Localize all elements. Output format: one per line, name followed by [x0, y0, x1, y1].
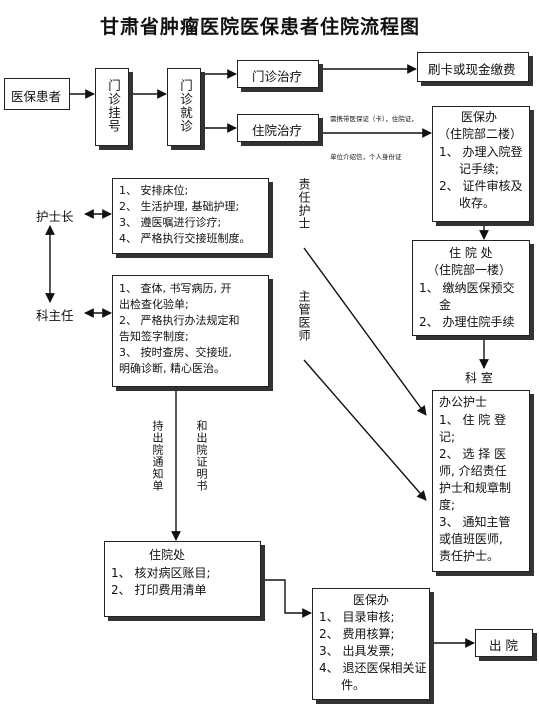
- edge-note-id: 单位介绍信，个人身份证: [330, 153, 402, 161]
- list-item: 3、 按时查房、交接班,: [119, 346, 232, 359]
- list-item: 告知签字制度;: [119, 330, 189, 343]
- insurance-office-2-box: 医保办 1、 目录审核; 2、 费用核算; 3、 出具发票; 4、 退还医保相关…: [312, 588, 430, 700]
- list-item: 1、 安排床位;: [119, 184, 189, 197]
- insurance-office-2-title: 医保办: [353, 593, 390, 607]
- admission-office-2-items: 1、 核对病区账目; 2、 打印费用清单: [111, 565, 211, 599]
- doctor-tasks-box: 1、 查体, 书写病历, 开 出检查化验单; 2、 严格执行办法规定和 告知签字…: [112, 275, 269, 387]
- list-item: 1、 办理入院登: [439, 145, 523, 159]
- list-item: 记;: [439, 430, 456, 444]
- department-head-label: 科主任: [36, 308, 74, 323]
- responsible-nurse-label: 责任护士: [297, 178, 311, 230]
- outpatient-treatment-box: 门诊治疗: [237, 60, 319, 88]
- list-item: 2、 严格执行办法规定和: [119, 314, 240, 327]
- consultation-label: 门诊就诊: [178, 79, 193, 133]
- list-item: 明确诊断, 精心医治。: [119, 362, 225, 375]
- pay-box: 刷卡或现金缴费: [417, 52, 529, 82]
- patient-label: 医保患者: [11, 89, 62, 104]
- list-item: 记手续;: [459, 162, 500, 176]
- list-item: 2、 选 择 医: [439, 447, 507, 461]
- discharge-note-left: 持出院通知单: [151, 420, 164, 492]
- list-item: 2、 生活护理, 基础护理;: [119, 200, 240, 213]
- discharge-box: 出 院: [475, 629, 533, 657]
- insurance-office-2-items: 1、 目录审核; 2、 费用核算; 3、 出具发票; 4、 退还医保相关证 件。: [319, 609, 426, 694]
- list-item: 护士和规章制: [439, 481, 512, 495]
- list-item: 或值班医师,: [439, 532, 503, 546]
- admission-office-items: 1、 缴纳医保预交 金 2、 办理住院手续: [419, 280, 514, 331]
- ward-label: 科 室: [465, 371, 493, 385]
- list-item: 3、 遵医嘱进行诊疗;: [119, 216, 222, 229]
- list-item: 1、 查体, 书写病历, 开: [119, 282, 232, 295]
- list-item: 2、 证件审核及: [439, 179, 523, 193]
- list-item: 出检查化验单;: [119, 298, 189, 311]
- admission-office-title: 住 院 处: [449, 246, 493, 260]
- list-item: 1、 住 院 登: [439, 413, 507, 427]
- pay-label: 刷卡或现金缴费: [428, 62, 516, 77]
- list-item: 1、 目录审核;: [319, 610, 395, 624]
- inpatient-treatment-label: 住院治疗: [252, 123, 303, 138]
- arrow-nurse-officenurse: [303, 247, 427, 416]
- list-item: 4、 退还医保相关证: [319, 661, 427, 675]
- admission-office-box: 住 院 处 （住院部一楼） 1、 缴纳医保预交 金 2、 办理住院手续: [412, 240, 530, 336]
- office-nurse-box: 办公护士 1、 住 院 登 记; 2、 选 择 医 师, 介绍责任 护士和规章制…: [432, 390, 530, 572]
- doctor-tasks-list: 1、 查体, 书写病历, 开 出检查化验单; 2、 严格执行办法规定和 告知签字…: [119, 281, 240, 377]
- list-item: 师, 介绍责任: [439, 464, 507, 478]
- attending-doctor-label: 主管医师: [297, 290, 311, 342]
- head-nurse-label: 护士长: [36, 209, 74, 224]
- registration-box: 门诊挂号: [95, 68, 129, 146]
- list-item: 3、 出具发票;: [319, 644, 395, 658]
- list-item: 2、 打印费用清单: [111, 583, 207, 597]
- edge-note-documents: 需携带医保证（卡），住院证，: [330, 115, 418, 123]
- office-nurse-title: 办公护士: [439, 395, 488, 409]
- list-item: 4、 严格执行交接班制度。: [119, 232, 251, 245]
- list-item: 收存。: [459, 196, 496, 210]
- list-item: 1、 缴纳医保预交: [419, 281, 515, 295]
- nursing-tasks-box: 1、 安排床位; 2、 生活护理, 基础护理; 3、 遵医嘱进行诊疗; 4、 严…: [112, 178, 269, 254]
- list-item: 件。: [341, 678, 366, 692]
- page-title: 甘肃省肿瘤医院医保患者住院流程图: [100, 16, 421, 38]
- office-nurse-items: 1、 住 院 登 记; 2、 选 择 医 师, 介绍责任 护士和规章制 度; 3…: [439, 412, 511, 565]
- patient-box: 医保患者: [4, 78, 70, 110]
- list-item: 金: [439, 298, 452, 312]
- insurance-office-box: 医保办 （住院部二楼） 1、 办理入院登 记手续; 2、 证件审核及 收存。: [432, 106, 530, 222]
- discharge-note-right: 和出院证明书: [195, 420, 208, 492]
- registration-label: 门诊挂号: [106, 79, 121, 133]
- list-item: 2、 办理住院手续: [419, 315, 515, 329]
- inpatient-treatment-box: 住院治疗: [237, 114, 319, 142]
- list-item: 度;: [439, 498, 456, 512]
- arrow-doctor-officenurse: [303, 359, 427, 501]
- insurance-office-items: 1、 办理入院登 记手续; 2、 证件审核及 收存。: [439, 144, 522, 212]
- admission-office-subtitle: （住院部一楼）: [427, 263, 512, 277]
- discharge-label: 出 院: [489, 638, 518, 653]
- nursing-tasks-list: 1、 安排床位; 2、 生活护理, 基础护理; 3、 遵医嘱进行诊疗; 4、 严…: [119, 183, 251, 247]
- insurance-office-subtitle: （住院部二楼）: [438, 127, 523, 141]
- list-item: 2、 费用核算;: [319, 627, 395, 641]
- list-item: 3、 通知主管: [439, 515, 511, 529]
- insurance-office-title: 医保办: [461, 110, 498, 124]
- list-item: 1、 核对病区账目;: [111, 566, 211, 580]
- admission-office-2-title: 住院处: [149, 548, 186, 562]
- admission-office-2-box: 住院处 1、 核对病区账目; 2、 打印费用清单: [104, 541, 261, 617]
- consultation-box: 门诊就诊: [167, 68, 201, 146]
- list-item: 责任护士。: [439, 549, 500, 563]
- outpatient-treatment-label: 门诊治疗: [252, 69, 303, 84]
- arrow-admission2-insurance2: [265, 579, 312, 618]
